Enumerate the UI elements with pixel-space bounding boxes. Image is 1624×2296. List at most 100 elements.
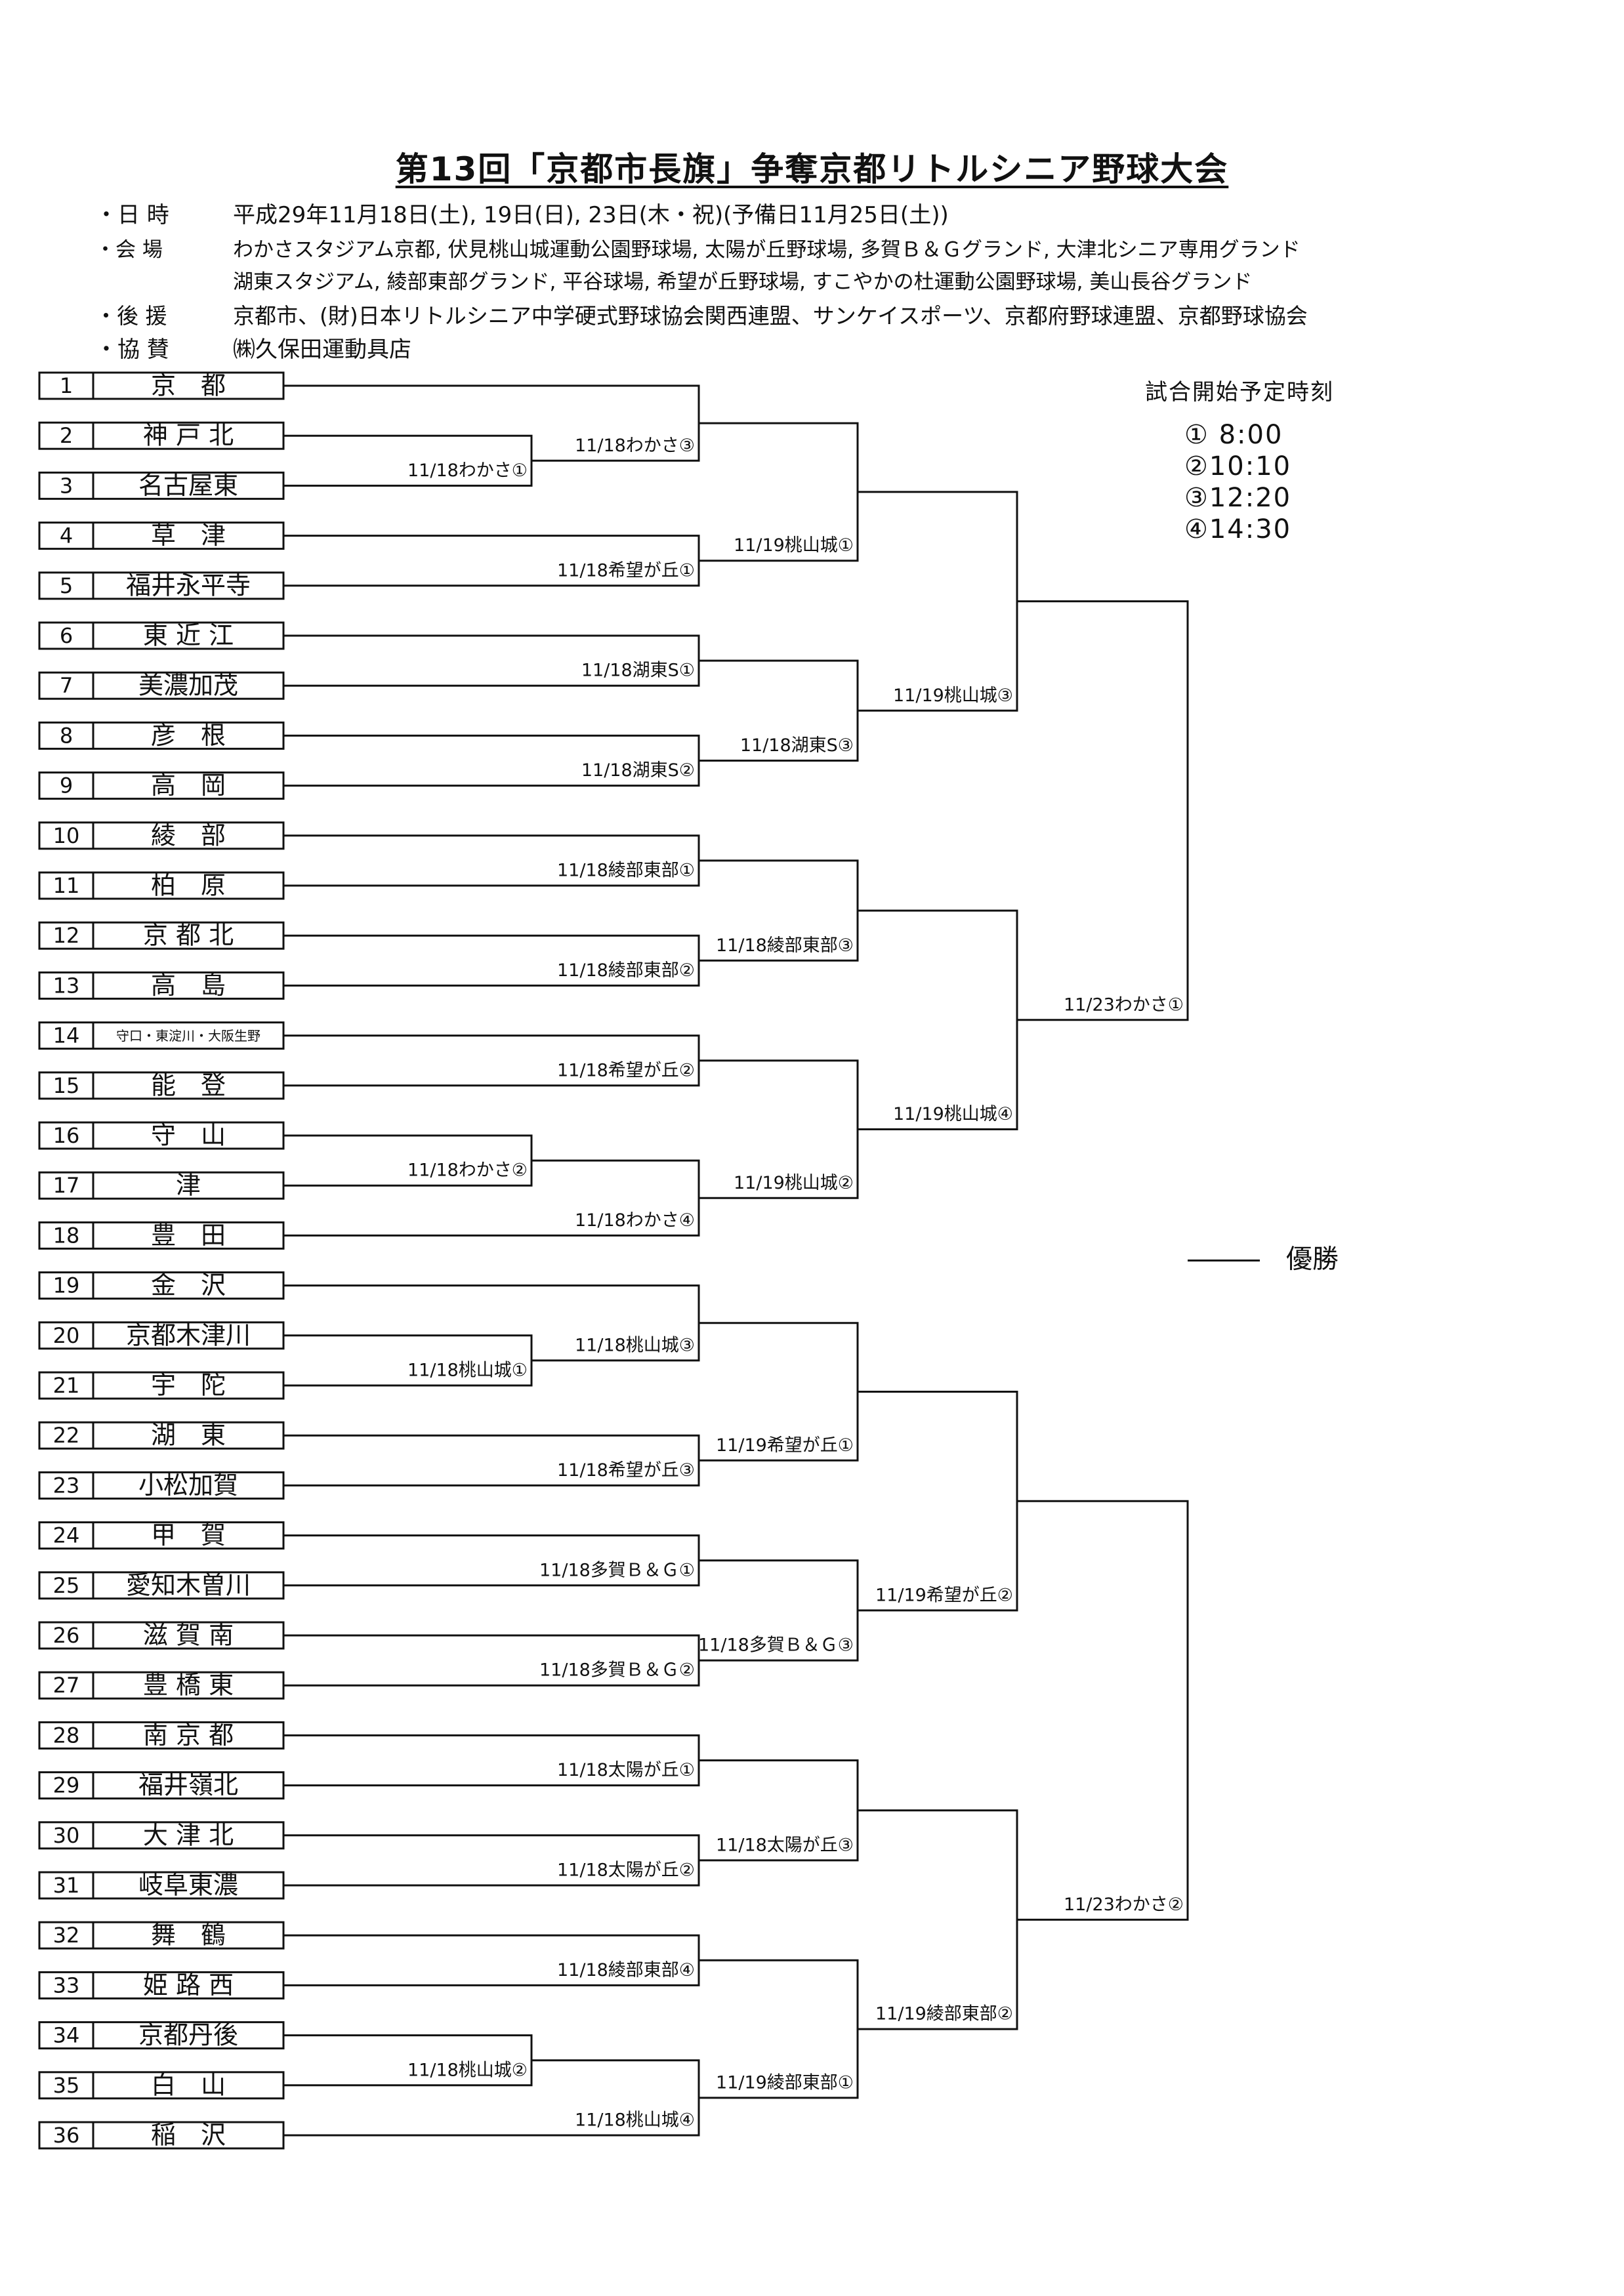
team-number: 35 [53, 2073, 80, 2098]
team-number: 14 [53, 1023, 80, 1048]
info-sponsor-value: ㈱久保田運動具店 [233, 337, 411, 363]
team-number: 31 [53, 1873, 80, 1898]
team-number: 18 [53, 1223, 80, 1248]
team-name: 宇 陀 [151, 1371, 226, 1400]
match-label: 11/19桃山城④ [893, 1104, 1013, 1124]
match-label: 11/23わかさ① [1064, 994, 1184, 1015]
match-label: 11/23わかさ② [1064, 1895, 1184, 1915]
schedule-title: 試合開始予定時刻 [1145, 379, 1334, 405]
team-number: 10 [53, 823, 80, 848]
match-label: 11/18希望が丘② [557, 1060, 695, 1080]
team-number: 2 [60, 423, 73, 448]
team-name: 京 都 [151, 371, 226, 400]
team-name: 彦 根 [151, 721, 226, 750]
match-label: 11/19綾部東部① [716, 2072, 854, 2093]
match-label: 11/18わかさ② [407, 1160, 528, 1181]
match-label: 11/18わかさ① [407, 461, 528, 481]
match-label: 11/18桃山城① [407, 1361, 528, 1381]
champion-label: 優勝 [1286, 1244, 1339, 1275]
bracket-line [858, 1809, 1018, 2030]
bracket-line [1017, 1500, 1189, 1921]
team-number: 21 [53, 1373, 80, 1398]
team-number: 1 [60, 373, 73, 398]
match-label: 11/18綾部東部④ [557, 1960, 695, 1980]
match-label: 11/18太陽が丘③ [716, 1835, 854, 1855]
match-label: 11/18湖東S③ [740, 735, 854, 756]
match-label: 11/18多賀Ｂ＆Ｇ① [539, 1560, 695, 1580]
team-name: 南 京 都 [143, 1721, 234, 1750]
document-title: 第13回「京都市長旗」争奪京都リトルシニア野球大会 [395, 150, 1229, 188]
team-name: 能 登 [151, 1071, 226, 1099]
team-name: 福井嶺北 [138, 1771, 238, 1799]
team-number: 9 [60, 773, 73, 798]
team-number: 29 [53, 1773, 80, 1798]
match-label: 11/18多賀Ｂ＆Ｇ② [539, 1660, 695, 1681]
match-label: 11/18桃山城③ [575, 1335, 695, 1355]
info-venue-label: ・会 場 [95, 238, 163, 262]
schedule-slot-4: ④14:30 [1184, 514, 1292, 544]
bracket-line [858, 1391, 1018, 1612]
team-name: 綾 部 [151, 821, 226, 850]
info-sponsor-label: ・協 賛 [95, 337, 169, 363]
team-number: 6 [60, 623, 73, 648]
team-name: 草 津 [151, 521, 226, 550]
team-name: 福井永平寺 [126, 571, 251, 600]
team-number: 13 [53, 973, 80, 998]
team-number: 19 [53, 1273, 80, 1298]
info-venue: ・会 場わかさスタジアム京都, 伏見桃山城運動公園野球場, 太陽が丘野球場, 多… [95, 233, 1301, 262]
team-number: 25 [53, 1573, 80, 1598]
team-name: 愛知木曽川 [126, 1570, 251, 1599]
team-name: 滋 賀 南 [143, 1621, 234, 1650]
team-name: 小松加賀 [138, 1471, 238, 1500]
team-name: 舞 鶴 [151, 1921, 226, 1950]
team-name: 豊 橋 東 [143, 1671, 234, 1700]
team-number: 24 [53, 1523, 80, 1548]
team-number: 32 [53, 1923, 80, 1948]
team-name: 名古屋東 [138, 471, 238, 500]
team-name: 美濃加茂 [138, 671, 238, 700]
team-number: 27 [53, 1673, 80, 1698]
team-number: 26 [53, 1623, 80, 1648]
team-name: 高 岡 [151, 771, 226, 800]
info-venue-value-2: 湖東スタジアム, 綾部東部グランド, 平谷球場, 希望が丘野球場, すこやかの杜… [233, 270, 1253, 294]
team-number: 28 [53, 1723, 80, 1748]
team-name: 東 近 江 [143, 621, 234, 650]
match-label: 11/18綾部東部② [557, 960, 695, 981]
team-name: 京都木津川 [126, 1321, 251, 1349]
team-name: 京都丹後 [138, 2020, 238, 2049]
team-name: 豊 田 [151, 1221, 226, 1250]
match-label: 11/18綾部東部① [557, 861, 695, 881]
info-support-label: ・後 援 [95, 303, 167, 329]
team-name: 白 山 [151, 2070, 226, 2099]
match-label: 11/18湖東S② [581, 760, 695, 781]
match-label: 11/18桃山城④ [575, 2110, 695, 2131]
match-label: 11/19希望が丘① [716, 1435, 854, 1456]
match-label: 11/18太陽が丘② [557, 1860, 695, 1881]
bracket-line [858, 491, 1018, 712]
team-number: 12 [53, 923, 80, 948]
schedule-box: 試合開始予定時刻 ① 8:00 ②10:10 ③12:20 ④14:30 [1145, 374, 1334, 545]
schedule-slot-3: ③12:20 [1184, 483, 1292, 513]
team-number: 4 [60, 523, 73, 548]
team-number: 20 [53, 1323, 80, 1348]
info-date: ・日 時平成29年11月18日(土), 19日(日), 23日(木・祝)(予備日… [95, 197, 949, 229]
match-label: 11/18多賀Ｂ＆Ｇ③ [698, 1635, 854, 1656]
match-label: 11/18綾部東部③ [716, 935, 854, 956]
team-number: 23 [53, 1473, 80, 1498]
team-name: 岐阜東濃 [138, 1871, 238, 1900]
bracket-line [858, 909, 1018, 1130]
info-date-value: 平成29年11月18日(土), 19日(日), 23日(木・祝)(予備日11月2… [233, 202, 949, 228]
team-number: 16 [53, 1123, 80, 1148]
team-name: 津 [176, 1171, 201, 1200]
match-label: 11/18湖東S① [581, 661, 695, 681]
team-number: 33 [53, 1973, 80, 1998]
info-support-value: 京都市、(財)日本リトルシニア中学硬式野球協会関西連盟、サンケイスポーツ、京都府… [233, 303, 1308, 329]
team-name: 京 都 北 [143, 921, 234, 950]
match-label: 11/18希望が丘① [557, 560, 695, 581]
team-name: 神 戸 北 [143, 421, 234, 450]
team-name: 守 山 [151, 1121, 226, 1150]
team-number: 22 [53, 1423, 80, 1448]
info-venue-2: 湖東スタジアム, 綾部東部グランド, 平谷球場, 希望が丘野球場, すこやかの杜… [95, 265, 1252, 295]
schedule-list: ① 8:00 ②10:10 ③12:20 ④14:30 [1145, 419, 1334, 545]
team-name: 姫 路 西 [143, 1971, 234, 1999]
